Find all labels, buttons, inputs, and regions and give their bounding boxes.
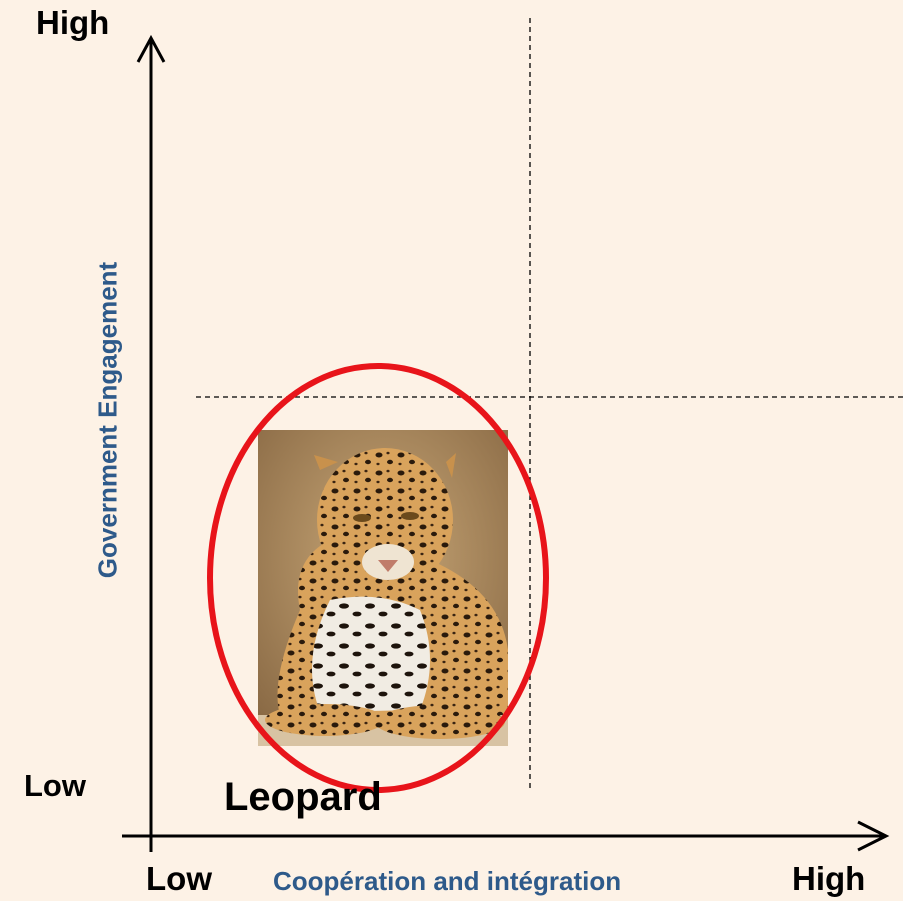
leopard-photo	[258, 430, 508, 746]
y-axis-high-label: High	[36, 4, 110, 41]
y-axis-arrowhead	[136, 34, 166, 63]
x-axis-arrowhead	[857, 820, 890, 852]
y-axis-low-label: Low	[24, 768, 86, 803]
x-axis-high-label: High	[792, 860, 866, 897]
x-axis-low-label: Low	[146, 860, 212, 897]
highlight-ellipse	[207, 363, 549, 793]
x-axis-title: Coopération and intégration	[273, 866, 622, 896]
animal-label: Leopard	[224, 775, 382, 819]
y-axis-title: Government Engagement	[92, 261, 123, 579]
